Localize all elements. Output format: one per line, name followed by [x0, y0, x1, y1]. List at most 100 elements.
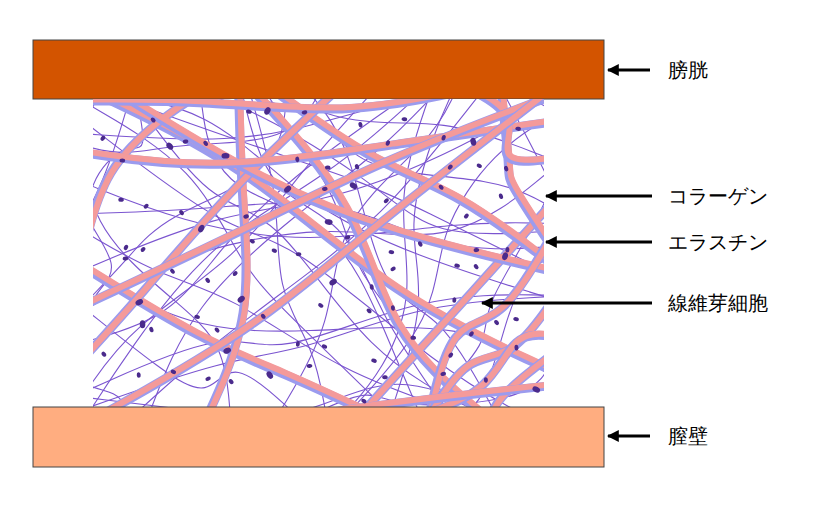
part-label: 膣壁 — [668, 424, 708, 448]
fibroblast-cell — [328, 278, 338, 287]
fibroblast-cell — [283, 184, 293, 194]
fibroblast-cell — [369, 284, 374, 290]
elastin-fiber — [93, 99, 287, 303]
collagen-fiber — [93, 99, 206, 245]
fibroblast-cell — [440, 371, 447, 377]
fibroblast-cell — [388, 250, 394, 255]
fibroblast-cell — [296, 252, 302, 256]
collagen-core — [209, 99, 247, 408]
collagen-fiber — [429, 233, 544, 408]
fibroblast-cell — [468, 330, 474, 337]
fibroblast-cell — [295, 156, 300, 162]
fibroblast-cell — [296, 341, 301, 347]
collagen-core — [94, 99, 544, 369]
collagen-fiber — [101, 99, 544, 408]
fibroblast-cell — [120, 158, 126, 162]
fibroblast-cell — [417, 241, 423, 248]
fibroblast-cell — [263, 106, 272, 116]
fibroblast-cell — [358, 121, 363, 127]
fibroblast-cell — [501, 252, 509, 261]
fibroblast-cell — [360, 398, 367, 404]
collagen-edge — [429, 235, 544, 408]
fibroblast-cell — [222, 346, 232, 354]
fibroblast-cell — [441, 134, 447, 141]
vaginal-wall-layer — [33, 407, 604, 467]
fibroblast-cell — [100, 135, 107, 142]
collagen-core — [314, 384, 544, 408]
fibroblast-cell — [452, 297, 457, 303]
fibroblast-cell — [123, 256, 129, 260]
fibroblast-cell — [484, 377, 488, 383]
fibroblast-cell — [236, 295, 246, 304]
fibroblast-cell — [410, 336, 416, 340]
fibroblast-cell — [301, 110, 307, 115]
fibroblast-cell — [170, 369, 177, 375]
fibroblast-cell — [325, 165, 331, 169]
fibroblast-cell — [344, 235, 350, 240]
fibroblast-cell — [476, 163, 483, 169]
fibroblast-cell — [243, 214, 250, 219]
fibroblast-cell — [165, 141, 174, 151]
part-label: コラーゲン — [668, 184, 768, 208]
fibroblast-cell — [473, 263, 480, 270]
bladder-layer — [33, 40, 604, 99]
collagen-core — [93, 99, 460, 108]
connective-tissue-mesh — [93, 99, 544, 408]
fibroblast-cell — [101, 351, 108, 358]
fibroblast-cell — [123, 244, 129, 251]
fibroblast-cell — [448, 352, 454, 359]
collagen-fiber — [313, 384, 544, 408]
fibroblast-cell — [317, 302, 324, 308]
fibroblast-cell — [204, 277, 211, 284]
fibroblast-cell — [349, 181, 359, 190]
fibroblast-cell — [232, 270, 239, 277]
fibroblast-cell — [463, 213, 470, 220]
part-label: エラスチン — [668, 230, 768, 254]
fibroblast-cell — [197, 224, 206, 234]
elastin-fiber — [93, 99, 111, 408]
fibroblast-cell — [391, 305, 396, 311]
collagen-core — [103, 99, 544, 408]
fibroblast-cell — [503, 165, 509, 172]
fibroblast-cell — [143, 203, 150, 210]
fibroblast-cell — [140, 320, 146, 328]
fibroblast-cell — [498, 193, 504, 200]
leader-arrow — [546, 241, 652, 244]
fibroblast-cell — [438, 184, 445, 191]
fibroblast-cell — [505, 247, 509, 253]
fibroblast-cell — [493, 319, 500, 326]
fibroblast-cell — [271, 248, 278, 254]
fibroblast-cell — [531, 385, 541, 394]
fibroblast-cell — [514, 345, 518, 351]
fibroblast-cell — [194, 314, 200, 319]
fibroblast-cell — [470, 137, 478, 146]
fibroblast-cell — [169, 268, 176, 275]
fibroblast-cell — [260, 313, 267, 320]
leader-arrow — [482, 302, 652, 305]
fibroblast-cell — [366, 308, 373, 315]
fibroblast-cell — [447, 164, 454, 171]
fibroblast-cell — [118, 198, 124, 202]
collagen-fiber — [93, 99, 460, 109]
fibroblast-cell — [205, 376, 212, 382]
collagen-core — [93, 99, 206, 244]
fibroblast-cell — [390, 266, 397, 272]
collagen-fiber — [93, 99, 544, 371]
fibroblast-cell — [136, 372, 141, 378]
fibroblast-cell — [383, 197, 390, 204]
leader-arrow — [608, 69, 650, 72]
fibroblast-cell — [246, 109, 252, 114]
fibroblast-cell — [306, 364, 312, 369]
elastin-fiber — [93, 232, 467, 408]
fibroblast-cell — [221, 153, 229, 159]
fibroblast-cell — [322, 186, 328, 191]
fibroblast-cell — [513, 317, 519, 322]
fibroblast-cell — [324, 219, 333, 226]
fibroblast-cell — [371, 358, 378, 364]
fibroblast-cell — [150, 117, 157, 124]
fibroblast-cell — [249, 238, 256, 244]
fibroblast-cell — [202, 140, 209, 147]
leader-arrow — [608, 435, 650, 438]
fibroblast-cell — [214, 327, 221, 334]
fibroblast-cell — [265, 370, 274, 380]
